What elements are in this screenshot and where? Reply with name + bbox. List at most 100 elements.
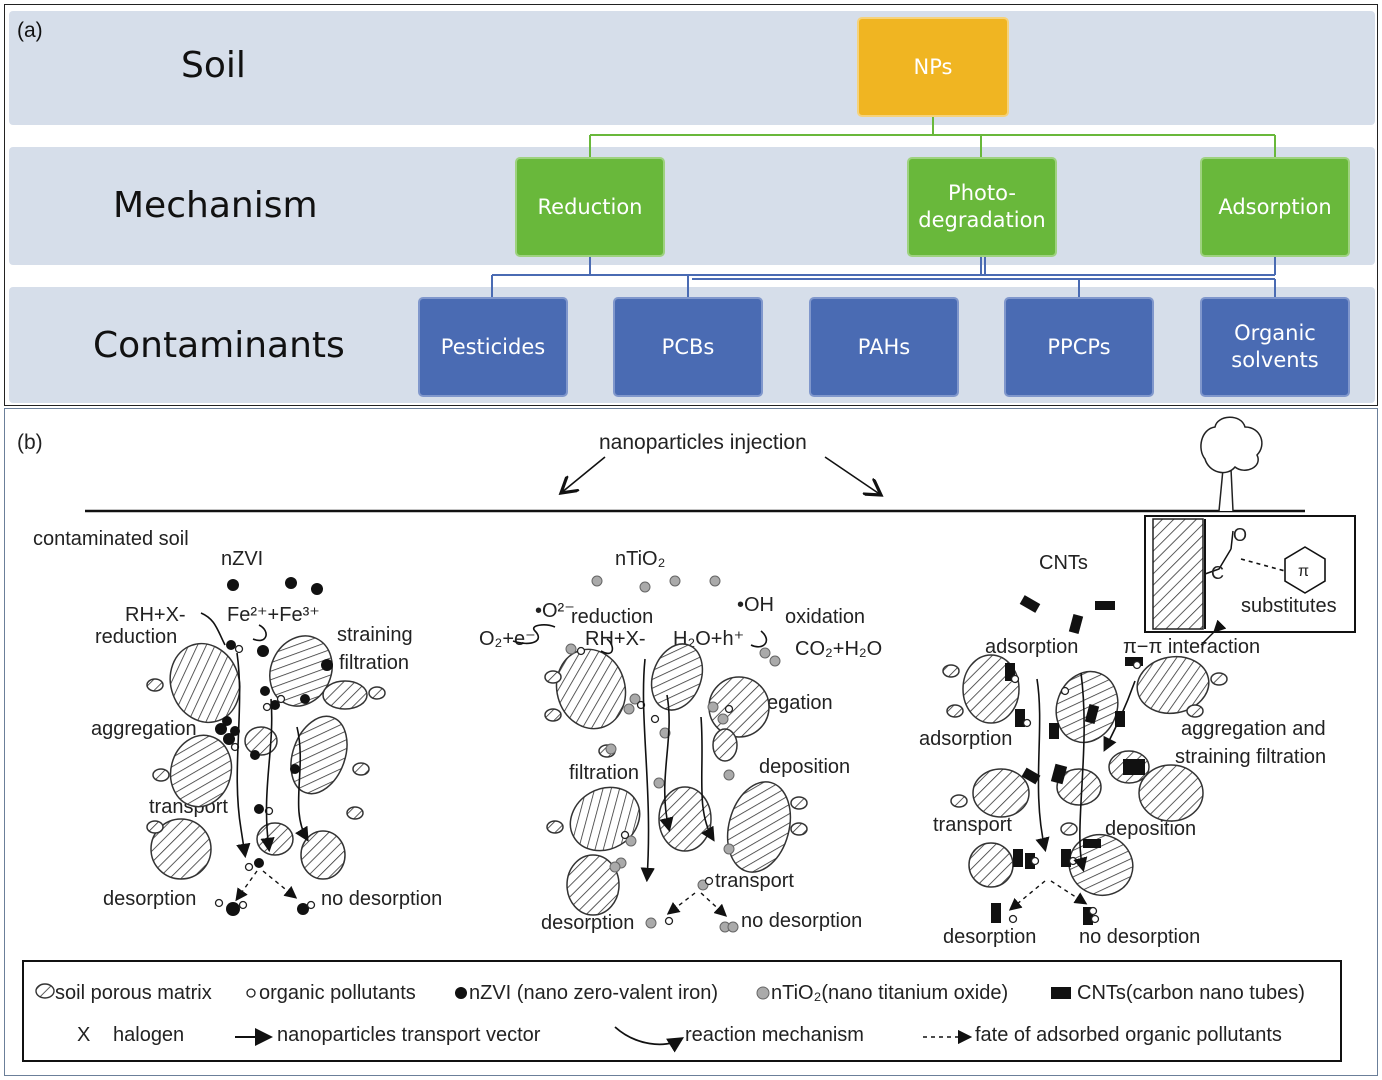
ntio2-no-desorption-label: no desorption bbox=[741, 910, 862, 932]
nzvi-fate-arrows bbox=[235, 870, 298, 902]
legend-ntio2-icon bbox=[756, 986, 770, 1000]
cnts-adsorption-left-label: adsorption bbox=[919, 728, 1012, 750]
legend-organic-icon bbox=[246, 988, 256, 998]
tree-icon bbox=[1200, 416, 1263, 512]
mechanism-band bbox=[9, 147, 1375, 265]
nzvi-transport-vectors bbox=[200, 612, 309, 859]
ntio2-h2o-label: H₂O+h⁺ bbox=[673, 628, 744, 650]
nzvi-straining-label: straining bbox=[337, 624, 413, 646]
ntio2-superoxide-label: •O²⁻ bbox=[535, 600, 575, 622]
legend-x-symbol: X bbox=[77, 1024, 90, 1046]
soil-band bbox=[9, 11, 1375, 125]
panel-a-connectors bbox=[491, 115, 1276, 297]
substitutes-label: substitutes bbox=[1241, 595, 1337, 617]
ntio2-desorption-label: desorption bbox=[541, 912, 634, 934]
legend-cnts-label: CNTs(carbon nano tubes) bbox=[1077, 982, 1305, 1004]
nanotube-icon bbox=[1152, 518, 1204, 630]
legend: soil porous matrix organic pollutants nZ… bbox=[22, 960, 1342, 1062]
legend-nzvi-icon bbox=[455, 987, 467, 999]
ntio2-o2e-label: O₂+e⁻ bbox=[479, 628, 536, 650]
cnts-no-desorption-label: no desorption bbox=[1079, 926, 1200, 948]
panel-a-tag: (a) bbox=[17, 19, 43, 42]
cnts-scene: CNTs π−π interaction adsorption aggregat… bbox=[919, 552, 1326, 948]
nzvi-reduction-label: reduction bbox=[95, 626, 177, 648]
inset-pi-label: π bbox=[1298, 563, 1309, 580]
ntio2-rh-label: RH+X- bbox=[585, 628, 646, 650]
cnts-soil-grains bbox=[942, 654, 1228, 896]
legend-vector-label: nanoparticles transport vector bbox=[277, 1024, 541, 1046]
legend-cnt-icon bbox=[1051, 987, 1071, 999]
contaminated-soil-label: contaminated soil bbox=[33, 528, 189, 550]
nzvi-fe-label: Fe²⁺+Fe³⁺ bbox=[227, 604, 320, 626]
nzvi-scene: contaminated soil nZVI RH+X- reduction F… bbox=[33, 528, 442, 916]
mechanism-adsorption: Adsorption bbox=[1200, 157, 1350, 257]
ntio2-fate-arrows bbox=[666, 892, 728, 917]
ntio2-scene: nTiO₂ •O²⁻ reduction O₂+e⁻ RH+X- •OH oxi… bbox=[479, 548, 882, 934]
contaminant-pcbs: PCBs bbox=[613, 297, 763, 397]
ntio2-deposition-label: deposition bbox=[759, 756, 850, 778]
cnts-pi-label: π−π interaction bbox=[1123, 636, 1260, 658]
nzvi-soil-grains bbox=[146, 635, 386, 880]
mechanism-photodegradation: Photo- degradation bbox=[907, 157, 1057, 257]
inset-carbon-label: C bbox=[1211, 563, 1224, 583]
legend-reaction-icon bbox=[614, 1026, 685, 1053]
cnts-straining-label: straining filtration bbox=[1175, 746, 1326, 768]
cnts-title: CNTs bbox=[1039, 552, 1088, 574]
benzene-ring-icon bbox=[1284, 546, 1326, 594]
legend-soil-icon bbox=[35, 983, 55, 999]
blue-connectors bbox=[491, 257, 1276, 297]
cnt-inset: C O π substitutes bbox=[1144, 515, 1356, 633]
contaminant-ppcps: PPCPs bbox=[1004, 297, 1154, 397]
legend-reaction-label: reaction mechanism bbox=[685, 1024, 864, 1046]
contaminant-pesticides: Pesticides bbox=[418, 297, 568, 397]
legend-fate-label: fate of adsorbed organic pollutants bbox=[975, 1024, 1282, 1046]
nzvi-desorption-label: desorption bbox=[103, 888, 196, 910]
row-label-mechanism: Mechanism bbox=[113, 185, 318, 226]
nzvi-aggregation-label: aggregation bbox=[91, 718, 197, 740]
panel-b-illustration: (b) nanoparticles injection C O π substi… bbox=[17, 416, 1356, 1062]
nzvi-no-desorption-label: no desorption bbox=[321, 888, 442, 910]
ntio2-filtration-label: filtration bbox=[569, 762, 639, 784]
inset-pointer bbox=[1200, 619, 1227, 646]
injection-arrow-right bbox=[824, 456, 881, 495]
cnts-fate-arrows bbox=[1008, 880, 1088, 911]
panel-b: (b) nanoparticles injection C O π substi… bbox=[4, 408, 1378, 1076]
ntio2-title: nTiO₂ bbox=[615, 548, 665, 570]
cnts-transport-label: transport bbox=[933, 814, 1012, 836]
ntio2-pollutants bbox=[576, 646, 734, 926]
nzvi-title: nZVI bbox=[221, 548, 263, 570]
contaminant-organic-solvents: Organic solvents bbox=[1200, 297, 1350, 397]
nps-box: NPs bbox=[857, 17, 1009, 117]
cnts-pollutants bbox=[1008, 660, 1142, 924]
ntio2-reduction-label: reduction bbox=[571, 606, 653, 628]
cnts-adsorption-top-label: adsorption bbox=[985, 636, 1078, 658]
inset-oxygen-label: O bbox=[1233, 525, 1247, 545]
legend-organic-label: organic pollutants bbox=[259, 982, 416, 1004]
ntio2-oxidation-label: oxidation bbox=[785, 606, 865, 628]
panel-b-tag: (b) bbox=[17, 431, 43, 454]
nzvi-particles bbox=[215, 577, 333, 916]
legend-nzvi-label: nZVI (nano zero-valent iron) bbox=[469, 982, 718, 1004]
panel-a: (a) Soil Mechanism Contaminants NPs Redu… bbox=[4, 4, 1378, 406]
ntio2-oh-label: •OH bbox=[737, 594, 774, 616]
ntio2-transport-vectors bbox=[512, 624, 768, 883]
nzvi-filtration-label: filtration bbox=[339, 652, 409, 674]
nzvi-rh-label: RH+X- bbox=[125, 604, 186, 626]
cnts-transport-vectors bbox=[1035, 672, 1136, 873]
legend-ntio2-label: nTiO₂(nano titanium oxide) bbox=[771, 982, 1008, 1004]
row-label-contaminants: Contaminants bbox=[93, 325, 345, 366]
ntio2-transport-label: transport bbox=[715, 870, 794, 892]
mechanism-reduction: Reduction bbox=[515, 157, 665, 257]
injection-label: nanoparticles injection bbox=[599, 431, 807, 454]
legend-soil-label: soil porous matrix bbox=[55, 982, 212, 1004]
cnts-aggregation-label: aggregation and bbox=[1181, 718, 1326, 740]
ntio2-co2-label: CO₂+H₂O bbox=[795, 638, 882, 660]
green-connectors bbox=[589, 115, 1276, 157]
contaminant-pahs: PAHs bbox=[809, 297, 959, 397]
row-label-soil: Soil bbox=[181, 45, 246, 86]
cnts-desorption-label: desorption bbox=[943, 926, 1036, 948]
injection-arrow-left bbox=[561, 456, 606, 493]
ntio2-particles bbox=[565, 575, 781, 933]
cnts-deposition-label: deposition bbox=[1105, 818, 1196, 840]
legend-halogen-label: halogen bbox=[113, 1024, 184, 1046]
